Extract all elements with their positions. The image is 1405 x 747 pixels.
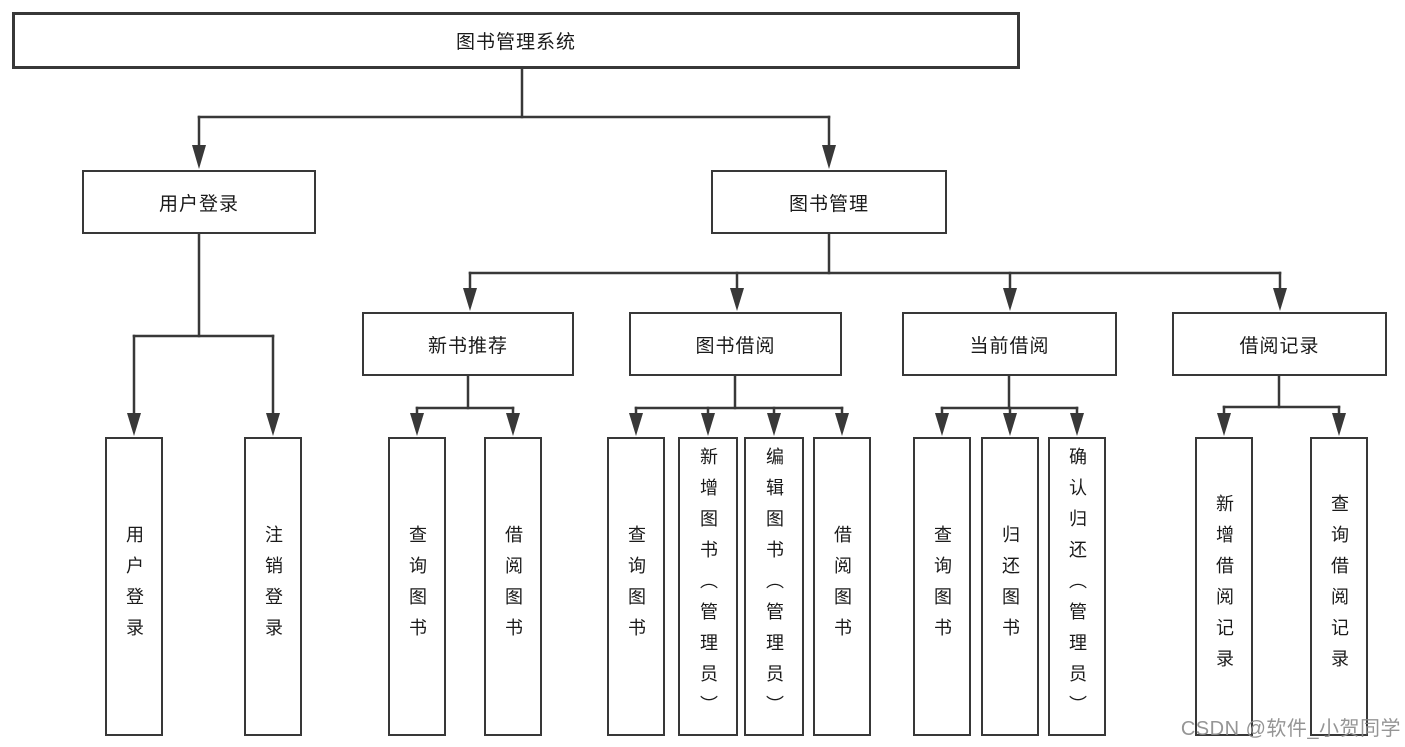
leaf-add-borrow-record: 新增借阅记录 xyxy=(1195,437,1253,736)
node-book-borrowing: 图书借阅 xyxy=(629,312,842,376)
node-label: 用户登录 xyxy=(158,193,239,215)
leaf-label: 借阅图书 xyxy=(832,524,852,649)
leaf-add-books-admin: 新增图书（管理员） xyxy=(678,437,738,736)
node-new-book-recommend: 新书推荐 xyxy=(362,312,574,376)
leaf-label: 查询图书 xyxy=(626,524,646,649)
leaf-label: 用户登录 xyxy=(124,524,144,649)
leaf-borrow-books-recommend: 借阅图书 xyxy=(484,437,542,736)
leaf-label: 注销登录 xyxy=(263,524,283,649)
leaf-label: 借阅图书 xyxy=(503,524,523,649)
node-label: 图书管理系统 xyxy=(455,32,576,53)
node-label: 借阅记录 xyxy=(1239,335,1320,357)
node-current-borrowing: 当前借阅 xyxy=(902,312,1117,376)
leaf-label: 查询图书 xyxy=(407,524,427,649)
node-label: 图书借阅 xyxy=(695,335,776,357)
leaf-label: 归还图书 xyxy=(1000,524,1020,649)
leaf-label: 新增借阅记录 xyxy=(1214,493,1234,680)
leaf-query-borrow-record: 查询借阅记录 xyxy=(1310,437,1368,736)
node-book-management: 图书管理 xyxy=(711,170,947,234)
leaf-borrow-books-borrowing: 借阅图书 xyxy=(813,437,871,736)
leaf-return-books: 归还图书 xyxy=(981,437,1039,736)
leaf-label: 新增图书（管理员） xyxy=(698,447,718,726)
leaf-label: 查询借阅记录 xyxy=(1329,493,1349,680)
leaf-label: 编辑图书（管理员） xyxy=(764,447,784,726)
leaf-query-books-borrowing: 查询图书 xyxy=(607,437,665,736)
leaf-label: 查询图书 xyxy=(932,524,952,649)
leaf-label: 确认归还（管理员） xyxy=(1067,447,1087,726)
leaf-confirm-return-admin: 确认归还（管理员） xyxy=(1048,437,1106,736)
leaf-query-books-recommend: 查询图书 xyxy=(388,437,446,736)
leaf-logout: 注销登录 xyxy=(244,437,302,736)
leaf-user-login: 用户登录 xyxy=(105,437,163,736)
node-label: 图书管理 xyxy=(788,193,869,215)
csdn-watermark: CSDN @软件_小贺同学 xyxy=(1180,718,1401,740)
node-user-login: 用户登录 xyxy=(82,170,316,234)
leaf-query-books-current: 查询图书 xyxy=(913,437,971,736)
node-root-library-system: 图书管理系统 xyxy=(12,12,1020,69)
node-label: 新书推荐 xyxy=(427,335,508,357)
node-label: 当前借阅 xyxy=(969,335,1050,357)
leaf-edit-books-admin: 编辑图书（管理员） xyxy=(744,437,804,736)
node-borrow-records: 借阅记录 xyxy=(1172,312,1387,376)
